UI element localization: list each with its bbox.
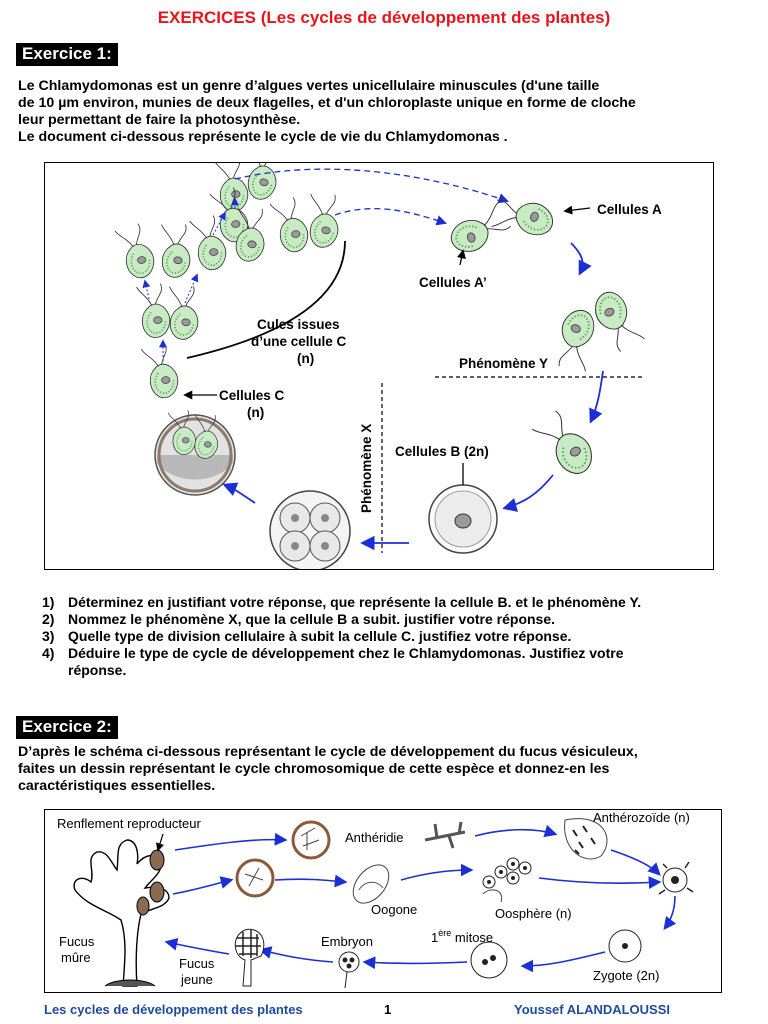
label-embryon: Embryon bbox=[321, 934, 373, 949]
question-number: 1) bbox=[42, 594, 55, 610]
question-text: Déduire le type de cycle de développemen… bbox=[68, 645, 624, 661]
label-fucus-mur-line2: mûre bbox=[61, 950, 91, 965]
question-number: 3) bbox=[42, 628, 55, 644]
label-cellules-c-ploidy: (n) bbox=[247, 405, 264, 420]
intro-line: Le document ci-dessous représente le cyc… bbox=[18, 129, 508, 145]
label-premiere-mitose: 1ère mitose bbox=[431, 928, 493, 945]
label-cules-line1: Cules issues bbox=[257, 317, 340, 332]
label-cules-line3: (n) bbox=[297, 351, 314, 366]
daughter-cells-colony bbox=[113, 141, 345, 401]
question-1: 1) Déterminez en justifiant votre réponse… bbox=[42, 594, 641, 611]
footer-title: Les cycles de développement des plantes bbox=[44, 1002, 303, 1017]
label-cules-line2: d’une cellule C bbox=[251, 334, 347, 349]
intro-line: de 10 µm environ, munies de deux flagell… bbox=[18, 95, 636, 111]
exercise1-questions: 1) Déterminez en justifiant votre réponse… bbox=[42, 594, 641, 679]
intro-line: leur permettant de faire la photosynthès… bbox=[18, 112, 301, 128]
question-text: Quelle type de division cellulaire à sub… bbox=[68, 628, 572, 644]
chlamydomonas-cycle-figure: Cellules A Cellules A’ Phénomène Y Cellu… bbox=[44, 141, 714, 572]
intro-line: Le Chlamydomonas est un genre d’algues v… bbox=[18, 78, 600, 94]
mitose-number: 1 bbox=[431, 930, 438, 945]
question-3: 3) Quelle type de division cellulaire à s… bbox=[42, 628, 641, 645]
label-fucus-jeune-line1: Fucus bbox=[179, 956, 215, 971]
label-renflement: Renflement reproducteur bbox=[57, 816, 201, 831]
label-cellules-a-prime: Cellules A’ bbox=[419, 275, 487, 290]
question-number: 2) bbox=[42, 611, 55, 627]
label-phenomene-y: Phénomène Y bbox=[459, 356, 548, 371]
chlamydomonas-cycle-diagram: Cellules A Cellules A’ Phénomène Y Cellu… bbox=[113, 141, 662, 572]
label-cellules-a: Cellules A bbox=[597, 202, 662, 217]
footer-author: Youssef ALANDALOUSSI bbox=[514, 1002, 671, 1017]
label-zygote: Zygote (2n) bbox=[593, 968, 659, 983]
page-number: 1 bbox=[384, 1002, 392, 1017]
fucus-plant bbox=[73, 839, 170, 987]
label-oosphere: Oosphère (n) bbox=[495, 906, 572, 921]
question-text: Nommez le phénomène X, que la cellule B … bbox=[68, 611, 556, 627]
mitose-superscript: ère bbox=[438, 928, 451, 938]
exercise2-intro: D’après le schéma ci-dessous représentan… bbox=[18, 744, 638, 795]
exercise1-label: Exercice 1: bbox=[16, 43, 118, 66]
exercise2-label: Exercice 2: bbox=[16, 716, 118, 739]
oogone bbox=[352, 864, 390, 904]
intro-line: caractéristiques essentielles. bbox=[18, 778, 216, 794]
question-4-continuation: réponse. bbox=[68, 662, 127, 678]
antheridie-branch bbox=[424, 821, 466, 849]
question-4: 4) Déduire le type de cycle de développem… bbox=[42, 645, 641, 662]
label-phenomene-x: Phénomène X bbox=[359, 424, 374, 513]
question-number: 4) bbox=[42, 645, 55, 661]
label-fucus-mur-line1: Fucus bbox=[59, 934, 95, 949]
fucus-jeune bbox=[234, 928, 265, 987]
fucus-cycle-diagram: Renflement reproducteur Fucus mûre Anthé… bbox=[57, 810, 694, 989]
mitose-word: mitose bbox=[451, 930, 493, 945]
intro-line: faites un dessin représentant le cycle c… bbox=[18, 761, 610, 777]
label-oogone: Oogone bbox=[371, 902, 417, 917]
label-cellules-b: Cellules B (2n) bbox=[395, 444, 489, 459]
question-2: 2) Nommez le phénomène X, que la cellule … bbox=[42, 611, 641, 628]
exercise1-intro: Le Chlamydomonas est un genre d’algues v… bbox=[18, 78, 636, 146]
question-text: Déterminez en justifiant votre réponse, … bbox=[68, 594, 642, 610]
intro-line: D’après le schéma ci-dessous représentan… bbox=[18, 744, 638, 760]
fucus-cycle-figure: Renflement reproducteur Fucus mûre Anthé… bbox=[44, 809, 722, 993]
oospheres bbox=[482, 857, 532, 903]
label-cellules-c: Cellules C bbox=[219, 388, 285, 403]
page-title: EXERCICES (Les cycles de développement d… bbox=[157, 8, 611, 27]
label-antherozoide: Anthérozoïde (n) bbox=[593, 810, 690, 825]
label-fucus-jeune-line2: jeune bbox=[180, 972, 213, 987]
label-antheridie: Anthéridie bbox=[345, 830, 404, 845]
